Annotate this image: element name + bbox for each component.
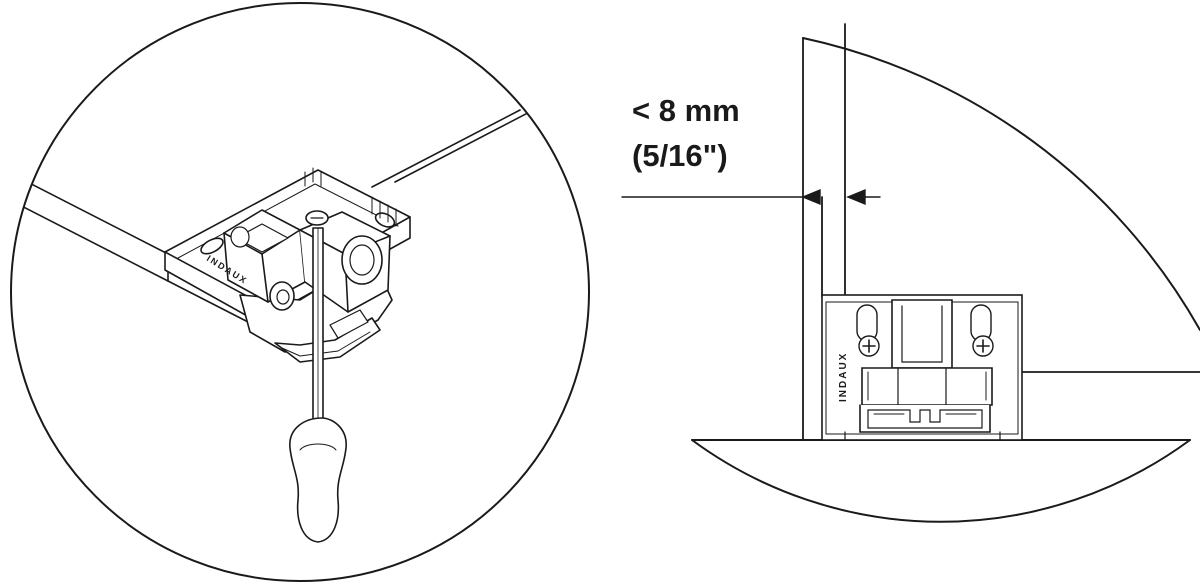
screwdriver [289, 210, 347, 543]
hinge-plate-front [821, 294, 1023, 441]
door-panel [802, 23, 846, 441]
left-detail-view: INDAUX [10, 2, 590, 582]
gap-dimension [621, 188, 881, 206]
right-detail-view: INDAUX [621, 23, 1200, 523]
brand-engraving-right: INDAUX [838, 352, 849, 402]
gap-dimension-metric: < 8 mm [632, 93, 740, 128]
screw-icon [858, 335, 880, 357]
detail-circle-arc [802, 37, 1200, 331]
gap-dimension-imperial: (5/16") [632, 138, 728, 173]
screw-icon [972, 335, 994, 357]
